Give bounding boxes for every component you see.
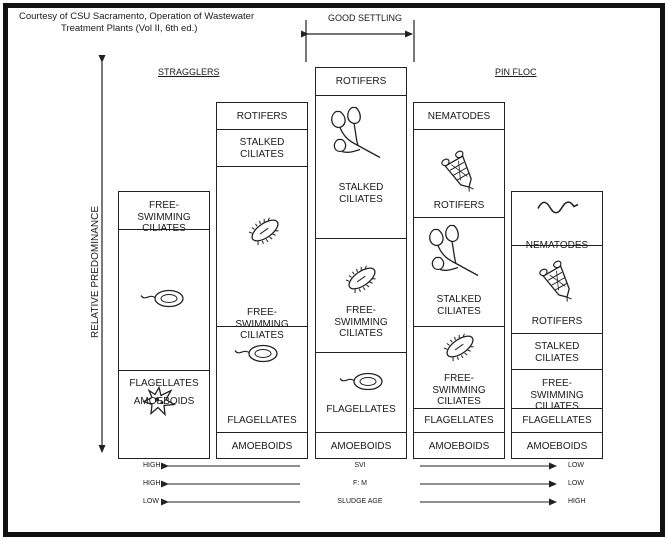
organism-cell: ROTIFERS	[217, 103, 307, 130]
organism-label: STALKED CILIATES	[239, 137, 285, 160]
organism-cell: NEMATODES	[512, 192, 602, 251]
pin-floc-label: PIN FLOC	[495, 67, 537, 77]
flagellate-icon	[139, 286, 187, 315]
organism-cell: FREE-SWIMMING CILIATES	[512, 370, 602, 412]
organism-label: FLAGELLATES	[326, 404, 396, 415]
scale-right-label: LOW	[568, 462, 584, 469]
organism-cell: ROTIFERS	[414, 130, 504, 218]
scale-name-label: SLUDGE AGE	[300, 498, 420, 506]
organism-cell: FLAGELLATES	[512, 409, 602, 433]
organism-label: AMOEBOIDS	[133, 396, 195, 407]
ciliate-icon	[245, 214, 285, 253]
organism-cell: FREE-SWIMMING CILIATES	[119, 192, 209, 234]
organism-label: AMOEBOIDS	[526, 441, 588, 452]
organism-label: ROTIFERS	[335, 76, 387, 87]
scale-left-label: LOW	[143, 498, 159, 505]
organism-label: FLAGELLATES	[227, 415, 297, 426]
organism-cell: FLAGELLATES	[119, 230, 209, 389]
organism-cell: ROTIFERS	[316, 68, 406, 96]
organism-cell: AMOEBOIDS	[414, 433, 504, 460]
ciliate-icon	[342, 262, 382, 301]
stragglers-label: STRAGGLERS	[158, 67, 220, 77]
organism-cell: FLAGELLATES	[217, 327, 307, 433]
organism-label: ROTIFERS	[433, 200, 485, 211]
scale-left-label: HIGH	[143, 462, 161, 469]
organism-label: AMOEBOIDS	[330, 441, 392, 452]
column-4: NEMATODES ROTIFERS STALKED CILIATES FREE-SW…	[413, 102, 505, 459]
rotifer-icon	[440, 150, 480, 199]
nematode-icon	[536, 199, 580, 222]
organism-label: FLAGELLATES	[424, 415, 494, 426]
stalked-ciliate-icon	[424, 224, 484, 289]
organism-cell: FLAGELLATES	[316, 353, 406, 433]
organism-label: FLAGELLATES	[522, 415, 592, 426]
scale-left-label: HIGH	[143, 480, 161, 487]
organism-cell: AMOEBOIDS	[217, 433, 307, 460]
column-3: ROTIFERS STALKED CILIATES FREE-SWIMMING CI…	[315, 67, 407, 459]
organism-label: FREE-SWIMMING CILIATES	[432, 373, 486, 407]
organism-cell: FLAGELLATES	[414, 409, 504, 433]
organism-label: FREE-SWIMMING CILIATES	[334, 305, 388, 339]
organism-label: ROTIFERS	[236, 111, 288, 122]
organism-cell: FREE-SWIMMING CILIATES	[316, 239, 406, 353]
organism-cell: AMOEBOIDS	[512, 433, 602, 460]
organism-label: FREE-SWIMMING CILIATES	[530, 378, 584, 412]
organism-cell: STALKED CILIATES	[217, 130, 307, 167]
organism-label: NEMATODES	[427, 111, 491, 122]
scale-name-label: F: M	[300, 480, 420, 488]
column-1: FREE-SWIMMING CILIATES FLAGELLATES AMOEBOI…	[118, 191, 210, 459]
organism-label: FLAGELLATES	[129, 378, 199, 389]
organism-cell: STALKED CILIATES	[414, 218, 504, 327]
organism-label: FREE-SWIMMING CILIATES	[137, 200, 191, 234]
credit-line-2: Treatment Plants (Vol II, 6th ed.)	[61, 23, 198, 34]
organism-cell: AMOEBOIDS	[316, 433, 406, 460]
stalked-ciliate-icon	[326, 106, 386, 171]
organism-label: STALKED CILIATES	[338, 182, 384, 205]
organism-cell: FREE-SWIMMING CILIATES	[414, 327, 504, 409]
column-5: NEMATODES ROTIFERS STALKED CILIATES FREE-SW…	[511, 191, 603, 459]
flagellate-icon	[338, 369, 386, 398]
organism-label: NEMATODES	[525, 240, 589, 251]
organism-label: STALKED CILIATES	[534, 341, 580, 364]
organism-label: AMOEBOIDS	[231, 441, 293, 452]
organism-cell: AMOEBOIDS	[119, 371, 209, 433]
organism-cell: ROTIFERS	[512, 246, 602, 334]
rotifer-icon	[538, 260, 578, 309]
column-2: ROTIFERS STALKED CILIATES FREE-SWIMMING CI…	[216, 102, 308, 459]
organism-cell: FREE-SWIMMING CILIATES	[217, 167, 307, 341]
y-axis-label: RELATIVE PREDOMINANCE	[90, 202, 101, 342]
organism-label: AMOEBOIDS	[428, 441, 490, 452]
organism-label: STALKED CILIATES	[436, 294, 482, 317]
organism-cell: NEMATODES	[414, 103, 504, 130]
organism-cell: STALKED CILIATES	[512, 334, 602, 370]
organism-cell: STALKED CILIATES	[316, 96, 406, 239]
scale-right-label: HIGH	[568, 498, 586, 505]
organism-label: FREE-SWIMMING CILIATES	[235, 307, 289, 341]
organism-label: ROTIFERS	[531, 316, 583, 327]
flagellate-icon	[233, 341, 281, 370]
credit-line-1: Courtesy of CSU Sacramento, Operation of…	[19, 11, 255, 22]
scale-name-label: SVI	[300, 462, 420, 470]
credit-text: Courtesy of CSU Sacramento, Operation of…	[19, 11, 299, 35]
good-settling-label: GOOD SETTLING	[328, 13, 403, 23]
amoeba-icon	[141, 385, 177, 422]
ciliate-icon	[440, 330, 480, 369]
scale-right-label: LOW	[568, 480, 584, 487]
